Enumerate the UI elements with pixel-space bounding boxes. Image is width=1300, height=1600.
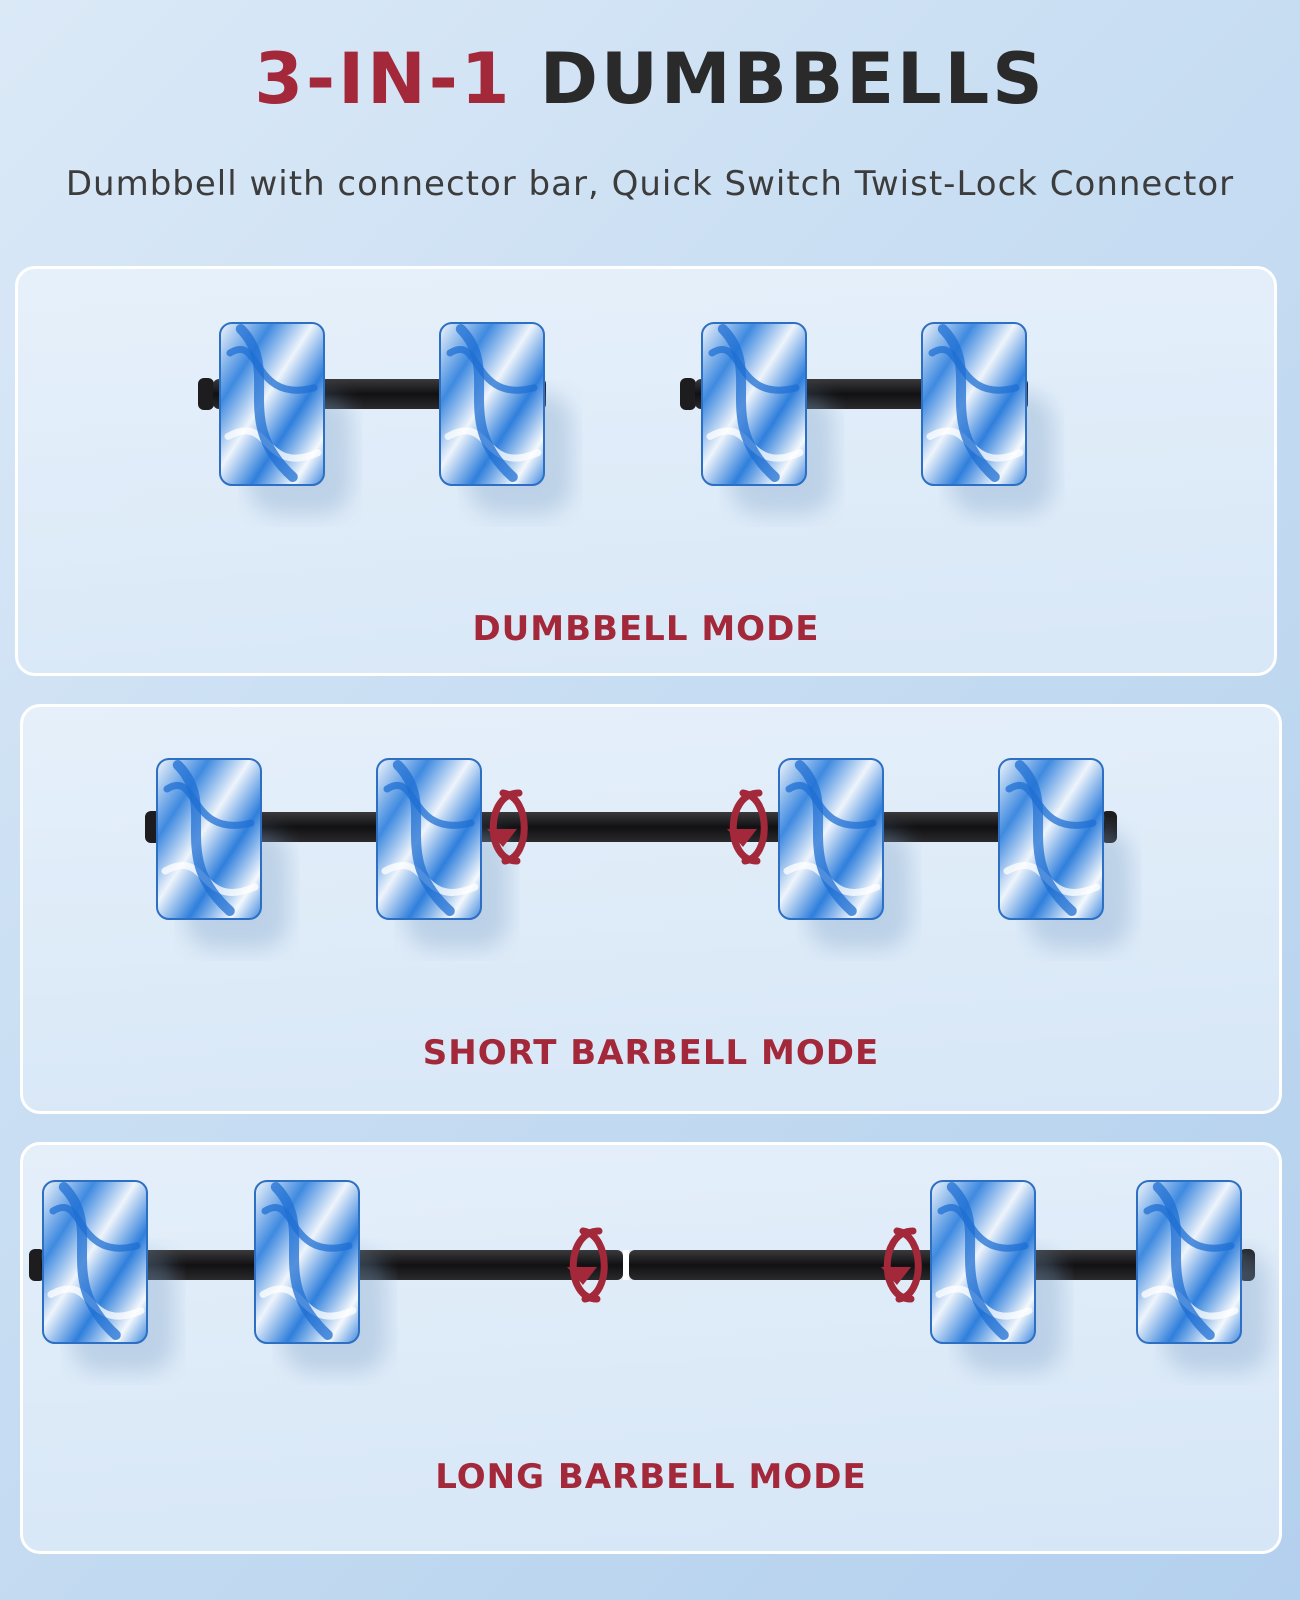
long-barbell-illustration — [29, 1180, 1269, 1373]
short-barbell-plate-4 — [998, 758, 1131, 949]
short-barbell-plate-2 — [376, 758, 509, 949]
short-barbell-twist-arrow-right — [727, 789, 768, 865]
short-barbell-bar — [157, 812, 1105, 842]
long-barbell-plate-1 — [42, 1180, 175, 1373]
page-subtitle: Dumbbell with connector bar, Quick Switc… — [65, 164, 1235, 204]
dumbbell-left-plate-a — [219, 322, 352, 515]
short-barbell-plate-3 — [778, 758, 911, 949]
short-barbell-illustration — [145, 758, 1131, 949]
dumbbell-left-plate-b — [439, 322, 572, 515]
dumbbell-mode-panel: DUMBBELL MODE — [15, 266, 1277, 676]
long-barbell-mode-label: LONG BARBELL MODE — [435, 1457, 867, 1497]
short-barbell-plate-1 — [156, 758, 289, 949]
long-barbell-plate-2 — [254, 1180, 387, 1373]
long-barbell-twist-arrow-right — [881, 1227, 922, 1303]
long-barbell-mode-panel: LONG BARBELL MODE — [20, 1142, 1282, 1554]
short-barbell-twist-arrow-left — [487, 789, 528, 865]
two-dumbbells-illustration — [198, 322, 1054, 515]
dumbbell-left-end-cap-a — [198, 378, 214, 410]
long-barbell-connector-joint — [623, 1250, 629, 1280]
page-title: 3-IN-1 DUMBBELLS — [0, 38, 1300, 120]
dumbbell-right-end-cap-a — [680, 378, 696, 410]
dumbbell-mode-label: DUMBBELL MODE — [472, 609, 820, 649]
dumbbell-right-plate-b — [921, 322, 1054, 515]
short-barbell-mode-label: SHORT BARBELL MODE — [422, 1033, 880, 1073]
short-barbell-mode-panel: SHORT BARBELL MODE — [20, 704, 1282, 1114]
dumbbell-right-plate-a — [701, 322, 834, 515]
long-barbell-twist-arrow-left — [567, 1227, 608, 1303]
long-barbell-plate-3 — [930, 1180, 1063, 1373]
title-main: DUMBBELLS — [539, 38, 1046, 120]
long-barbell-plate-4 — [1136, 1180, 1269, 1373]
title-accent: 3-IN-1 — [254, 38, 513, 120]
